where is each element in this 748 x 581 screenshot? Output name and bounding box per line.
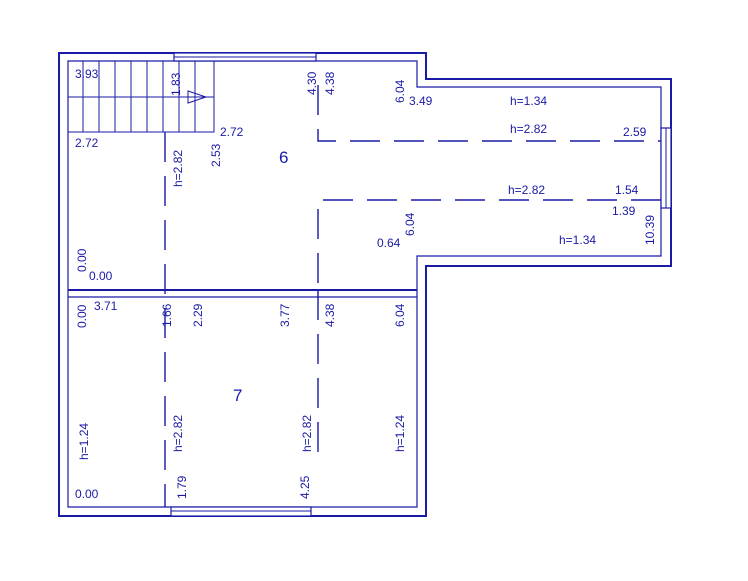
level-label: 4.25 (298, 475, 312, 499)
level-label: 10.39 (643, 215, 657, 245)
level-label: 0.00 (75, 487, 99, 501)
height-label: h=1.34 (559, 233, 596, 247)
height-label: h=2.82 (300, 415, 314, 452)
level-label: 4.38 (323, 303, 337, 327)
level-label: 0.00 (75, 248, 89, 272)
height-label: h=1.34 (510, 94, 547, 108)
height-label: h=1.24 (77, 423, 91, 460)
level-label: 1.83 (169, 72, 183, 96)
level-label: 6.04 (403, 212, 417, 236)
height-label: h=1.24 (393, 415, 407, 452)
level-label: 2.53 (209, 143, 223, 167)
outer-wall (58, 52, 672, 517)
window-top (173, 52, 317, 62)
height-label: h=2.82 (171, 415, 185, 452)
level-label: 1.54 (615, 183, 639, 197)
window-bottom (170, 506, 312, 517)
height-label: h=2.82 (510, 122, 547, 136)
level-label: 3.49 (409, 94, 433, 108)
level-label: 3.77 (278, 303, 292, 327)
level-label: 3.71 (94, 299, 118, 313)
level-label: 6.04 (393, 79, 407, 103)
level-label: 1.66 (160, 303, 174, 327)
height-line (317, 85, 661, 142)
height-label: h=2.82 (508, 183, 545, 197)
height-line (317, 199, 661, 290)
level-label: 1.79 (175, 475, 189, 499)
window-right (660, 127, 672, 209)
level-label: 6.04 (393, 303, 407, 327)
room-number-7: 7 (233, 386, 242, 405)
level-label: 2.72 (220, 125, 244, 139)
inner-wall (67, 60, 662, 508)
level-label: 1.39 (612, 204, 636, 218)
level-label: 2.59 (623, 125, 647, 139)
level-label: 4.30 (305, 71, 319, 95)
level-label: 2.72 (75, 136, 99, 150)
level-label: 4.38 (323, 71, 337, 95)
level-label: 0.00 (89, 269, 113, 283)
staircase (67, 60, 215, 133)
level-label: 0.00 (75, 304, 89, 328)
level-label: 3.93 (75, 67, 99, 81)
level-label: 2.29 (191, 303, 205, 327)
stair-arrow-icon (187, 90, 208, 104)
room-number-6: 6 (279, 148, 288, 167)
height-label: h=2.82 (171, 150, 185, 187)
level-label: 0.64 (377, 236, 401, 250)
